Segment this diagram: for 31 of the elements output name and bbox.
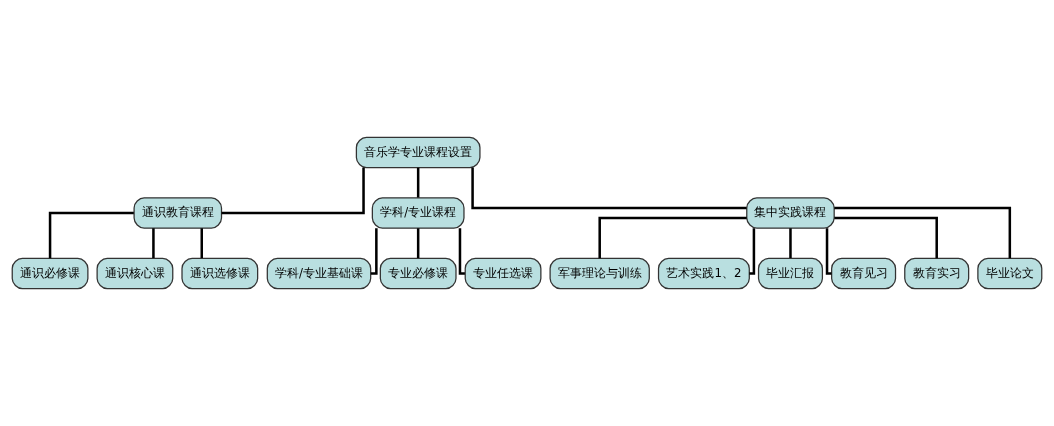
node-box: 专业任选课 [464,257,542,290]
connector [834,216,938,259]
connector [200,228,203,259]
node-box: 毕业论文 [977,257,1043,290]
connector [370,228,378,275]
node-box: 教育见习 [831,257,897,290]
connector [152,228,155,259]
connector [834,206,1012,259]
node-box: 教育实习 [904,257,970,290]
connector [416,228,420,259]
connector [416,167,420,198]
connector [749,228,756,275]
node-box: 专业必修课 [379,257,457,290]
node-box: 学科/专业基础课 [266,257,372,290]
connector [825,228,832,275]
node-box: 集中实践课程 [746,197,835,229]
connector [598,216,747,259]
node-box: 毕业汇报 [757,257,824,290]
node-box: 通识教育课程 [133,197,223,229]
connector [471,167,747,210]
node-box: 学科/专业课程 [371,197,465,229]
connector [221,167,365,215]
node-box: 通识选修课 [181,257,259,290]
node-box: 艺术实践1、2 [657,257,750,290]
node-box: 音乐学专业课程设置 [355,136,481,169]
connector [789,228,792,259]
connector [458,228,465,275]
node-box: 通识核心课 [96,257,174,290]
node-box: 军事理论与训练 [549,257,650,290]
connector [48,211,134,259]
node-box: 通识必修课 [11,257,89,290]
